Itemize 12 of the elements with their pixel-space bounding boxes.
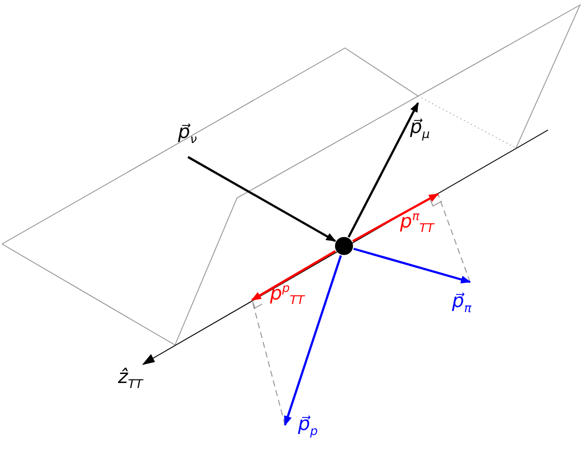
vector-arrow [353,248,471,284]
vector-arrow [352,193,439,242]
vector-label: p⃗$_{π}$ [452,292,472,314]
vector-arrow [251,250,336,301]
vector-arrow [187,156,336,242]
vector-arrow [284,255,342,426]
axis-label: ẑ$_{TT}$ [118,368,143,390]
vertex-dot [335,237,353,255]
vector-label: p⃗$_{p}$ [298,415,318,437]
vector-arrow [348,102,419,238]
vector-label: p⃗$_{μ}$ [410,118,430,140]
vector-label: p⃗$_{ν}$ [178,123,197,145]
